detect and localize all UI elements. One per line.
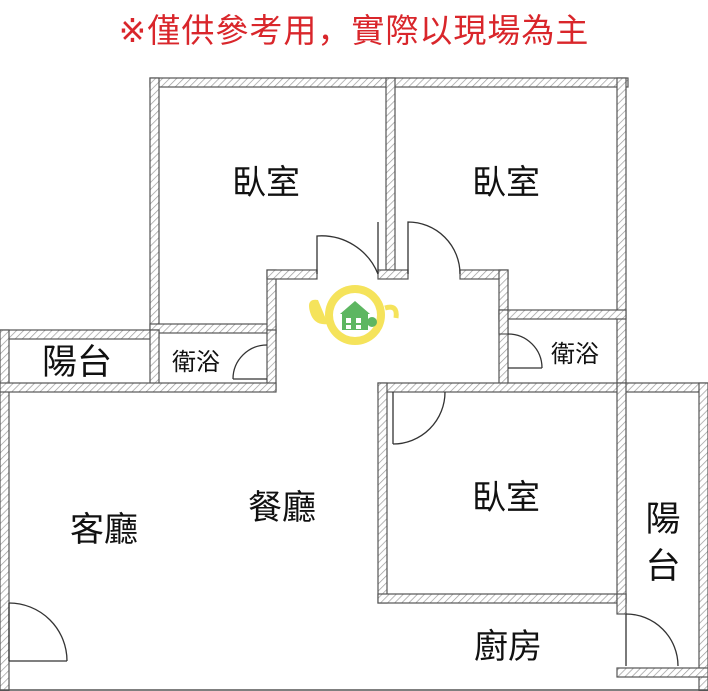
door-bathroom-2 [507, 333, 543, 369]
disclaimer-notice: ※僅供參考用，實際以現場為主 [118, 11, 590, 50]
room-label-bathroom-2: 衛浴 [551, 340, 599, 368]
house-in-teapot-icon [309, 285, 399, 345]
wall [0, 329, 10, 691]
wall [377, 382, 708, 393]
room-label-balcony-2-line2: 台 [645, 547, 680, 587]
wall [616, 667, 708, 678]
wall [149, 77, 160, 334]
door-entrance [8, 602, 68, 662]
wall [616, 77, 627, 391]
room-label-balcony-1: 陽台 [42, 343, 112, 383]
door-bedroom-1 [316, 235, 379, 275]
wall [149, 329, 160, 391]
wall [698, 382, 708, 691]
door-balcony-2 [625, 613, 679, 667]
room-label-bathroom-1: 衛浴 [172, 348, 220, 376]
door-bedroom-2 [407, 221, 461, 275]
wall [385, 77, 396, 271]
wall [266, 269, 318, 280]
wall [0, 329, 160, 340]
room-label-dining-room: 餐廳 [248, 488, 316, 528]
wall [377, 269, 409, 280]
room-label-bedroom-3: 臥室 [472, 478, 540, 518]
door-bathroom-1 [232, 344, 268, 380]
wall [616, 593, 627, 615]
wall [0, 382, 277, 393]
walls [0, 77, 708, 691]
wall [616, 382, 627, 604]
wall [377, 382, 388, 604]
room-label-bedroom-1: 臥室 [232, 163, 300, 203]
wall [149, 323, 277, 334]
room-label-balcony-2-line1: 陽 [645, 500, 680, 540]
door-bedroom-3 [392, 391, 446, 445]
doors [8, 221, 679, 667]
wall [377, 593, 627, 604]
room-label-kitchen: 廚房 [474, 627, 542, 667]
wall [498, 309, 509, 335]
room-label-bedroom-2: 臥室 [472, 163, 540, 203]
wall [498, 309, 627, 320]
wall [266, 329, 277, 391]
room-labels: 臥室 臥室 衛浴 衛浴 陽台 臥室 餐廳 客廳 陽 台 廚房 [42, 163, 681, 667]
room-label-living-room: 客廳 [70, 510, 138, 550]
